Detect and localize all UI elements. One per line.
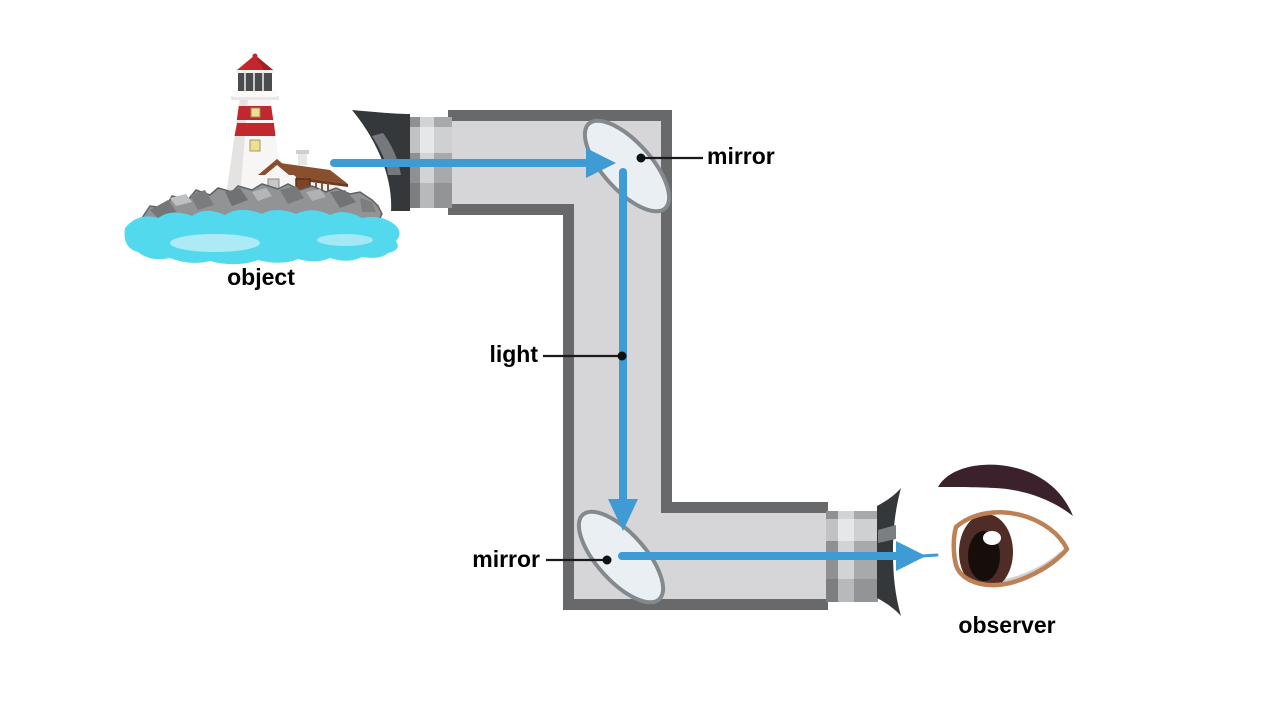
rock-facet-light [252,188,272,201]
eyebrow [938,464,1073,516]
label-light: light [489,341,538,367]
collar-shadow [826,579,878,602]
rock-facet-light [170,194,192,206]
label-mirror-bottom: mirror [472,546,540,572]
light-ray-horizontal-top [330,148,616,178]
island-water [124,209,400,265]
tower-red-band-2 [234,123,276,136]
leader-dot [617,351,627,361]
label-object: object [227,264,295,290]
eye-outline [951,509,1070,588]
funnel-highlight [878,525,896,543]
collar-highlight [826,519,878,541]
sclera-shadow [1000,550,1062,583]
eye-iris-group [959,514,1013,586]
light-ray-horizontal-bottom [618,541,939,571]
water-highlight [170,234,260,252]
gable-roof [258,159,296,175]
ray-arrowhead-right-icon [586,148,616,178]
rock-facet [225,188,248,206]
light-ray-vertical [608,168,638,531]
collar-highlight [406,127,452,153]
eye-icon [938,464,1073,588]
gallery-ledge [231,96,279,100]
iris-highlight [983,531,1001,545]
chimney-cap [296,150,309,154]
chimney [298,152,307,165]
ray-arrowhead-right-icon [896,541,926,571]
roof-finial [252,53,258,59]
rock-facet [190,190,214,210]
leader-light [543,351,627,361]
leader-dot [636,153,646,163]
tower-window [249,139,261,152]
tower-roof-facet [255,55,273,70]
ray-arrowhead-down-icon [608,499,638,531]
tower-shade [226,98,248,196]
rock-facet [360,198,376,212]
label-mirror-top: mirror [707,143,775,169]
leader-mirror-bottom [546,555,612,565]
rock-facet [330,190,356,208]
gallery [233,90,277,97]
lighthouse-island-icon [124,53,400,265]
lantern-top-bar [236,69,274,73]
lantern-mullions [244,72,264,91]
leader-dot [602,555,612,565]
ray-tip-taper [920,553,939,558]
water-highlight [317,234,373,246]
rock-facet-light [306,189,326,201]
tower-window [250,107,261,118]
tube-inner-body [448,121,828,599]
rock-facet [280,186,304,204]
main-roof [280,163,348,184]
label-observer: observer [958,612,1056,638]
collar-shadow [406,183,452,208]
periscope-tube [448,110,828,610]
leader-mirror-top [636,153,703,163]
mirror-top-ellipse [582,118,672,214]
funnel-horn [352,110,410,211]
